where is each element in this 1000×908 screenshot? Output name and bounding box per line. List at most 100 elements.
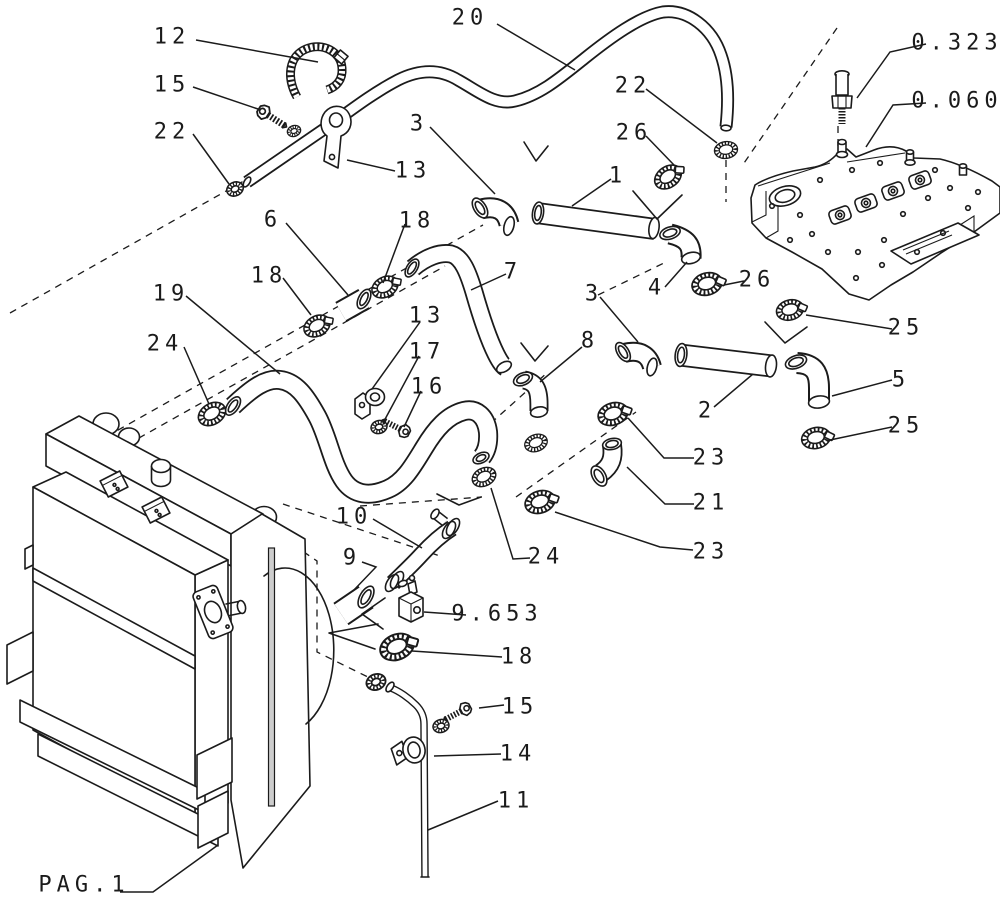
radiator-bracket	[197, 790, 229, 849]
callout-leader-26a	[645, 135, 675, 166]
callout-leader-1	[571, 178, 612, 207]
radiator-filler-cap	[150, 458, 172, 488]
chevron-mark	[523, 141, 549, 162]
radiator-band	[32, 567, 196, 670]
callout-label-10: 10	[336, 505, 373, 530]
pipe-clamp-14	[390, 736, 426, 766]
callout-leader-24b	[490, 487, 531, 560]
clamp-18c	[376, 627, 423, 665]
radiator-outlet-stub	[225, 599, 247, 617]
callout-leader-7	[470, 273, 507, 291]
cylinder-head	[750, 138, 1000, 301]
callout-label-1: 1	[609, 164, 627, 189]
head-deck	[890, 222, 980, 265]
callout-label-13a: 13	[395, 159, 432, 184]
tube-6	[335, 288, 372, 323]
callout-leader-12	[195, 39, 319, 63]
elbow-3b	[614, 341, 662, 377]
callout-leader-pag1	[120, 844, 219, 893]
pipe-bracket-13a	[320, 105, 352, 169]
dashed-line	[741, 27, 838, 167]
callout-label-17: 17	[409, 340, 446, 365]
clamp-25a	[774, 296, 810, 324]
injector-towers	[835, 138, 968, 176]
chevron-mark	[764, 321, 808, 344]
clamp-26a	[650, 158, 689, 194]
chevron-mark	[520, 342, 549, 362]
callout-leader-9653	[423, 611, 467, 616]
elbow-21	[590, 437, 623, 487]
callout-leader-2	[713, 373, 754, 408]
callout-label-22b: 22	[615, 74, 652, 99]
callout-label-18c: 18	[501, 645, 538, 670]
radiator-tab	[24, 544, 34, 570]
dashed-line	[515, 411, 637, 498]
callout-leader-0060	[865, 102, 927, 148]
callout-label-3a: 3	[410, 112, 428, 137]
callout-leader-15b	[478, 704, 505, 709]
clamp-ring	[520, 429, 552, 457]
chevron-mark	[436, 493, 482, 506]
zigzag-mark	[328, 623, 379, 650]
bolt-15a	[255, 103, 290, 133]
callout-leader-18c	[411, 650, 503, 658]
callout-label-pag1: PAG.1	[38, 873, 129, 898]
callout-label-22a: 22	[154, 120, 191, 145]
callout-label-8: 8	[581, 329, 599, 354]
callout-label-5: 5	[892, 368, 910, 393]
elbow-5	[784, 352, 831, 409]
callout-label-26b: 26	[739, 268, 776, 293]
callout-leader-4	[664, 261, 688, 288]
elbow-4	[659, 223, 702, 265]
callout-leader-18a	[282, 277, 312, 316]
grommet-11	[362, 669, 390, 695]
callout-leader-18b	[382, 223, 406, 284]
ring-24b	[467, 461, 501, 493]
ring-22b	[711, 138, 741, 162]
tube-2	[674, 342, 778, 378]
radiator-flange	[192, 584, 234, 640]
callout-leader-20	[496, 23, 576, 71]
radiator-assembly	[6, 412, 335, 869]
hose-19	[224, 369, 499, 504]
callout-leader-13b	[371, 321, 421, 390]
callout-label-7: 7	[504, 260, 522, 285]
callout-label-16: 16	[411, 375, 448, 400]
callout-label-13b: 13	[409, 304, 446, 329]
valve-9653	[397, 574, 424, 623]
pipe-bracket-13b	[354, 387, 386, 420]
fan-ring-arc	[263, 567, 335, 725]
temperature-sender	[831, 70, 853, 124]
mounting-tab	[141, 496, 171, 524]
tube-1	[531, 201, 660, 240]
dashed-line	[81, 265, 446, 471]
callout-leader-26b	[723, 280, 745, 286]
clamp-25b	[800, 424, 837, 452]
hose-20	[242, 5, 735, 188]
dashed-line	[282, 503, 441, 557]
callout-label-26a: 26	[616, 121, 653, 146]
callout-leader-11	[427, 800, 499, 831]
callout-label-4: 4	[648, 276, 666, 301]
callout-leader-16	[403, 390, 422, 428]
callout-leader-6	[285, 222, 349, 296]
callout-leader-25a	[805, 314, 893, 330]
callout-label-20: 20	[452, 6, 489, 31]
clamp-18a	[300, 309, 337, 342]
connection-marks	[328, 141, 808, 650]
callout-label-9653: 9.653	[451, 602, 542, 627]
callout-leader-23a	[627, 417, 694, 459]
callout-label-15a: 15	[154, 73, 191, 98]
callout-label-21: 21	[693, 491, 730, 516]
callout-leader-10	[372, 518, 423, 549]
clamp-23a	[595, 397, 635, 429]
callout-label-19: 19	[153, 282, 190, 307]
tube-9	[333, 585, 375, 626]
elbow-3a	[471, 197, 520, 237]
hose-7	[404, 244, 513, 376]
callout-label-18b: 18	[399, 209, 436, 234]
callout-label-23b: 23	[693, 540, 730, 565]
callout-leader-17	[382, 355, 420, 424]
